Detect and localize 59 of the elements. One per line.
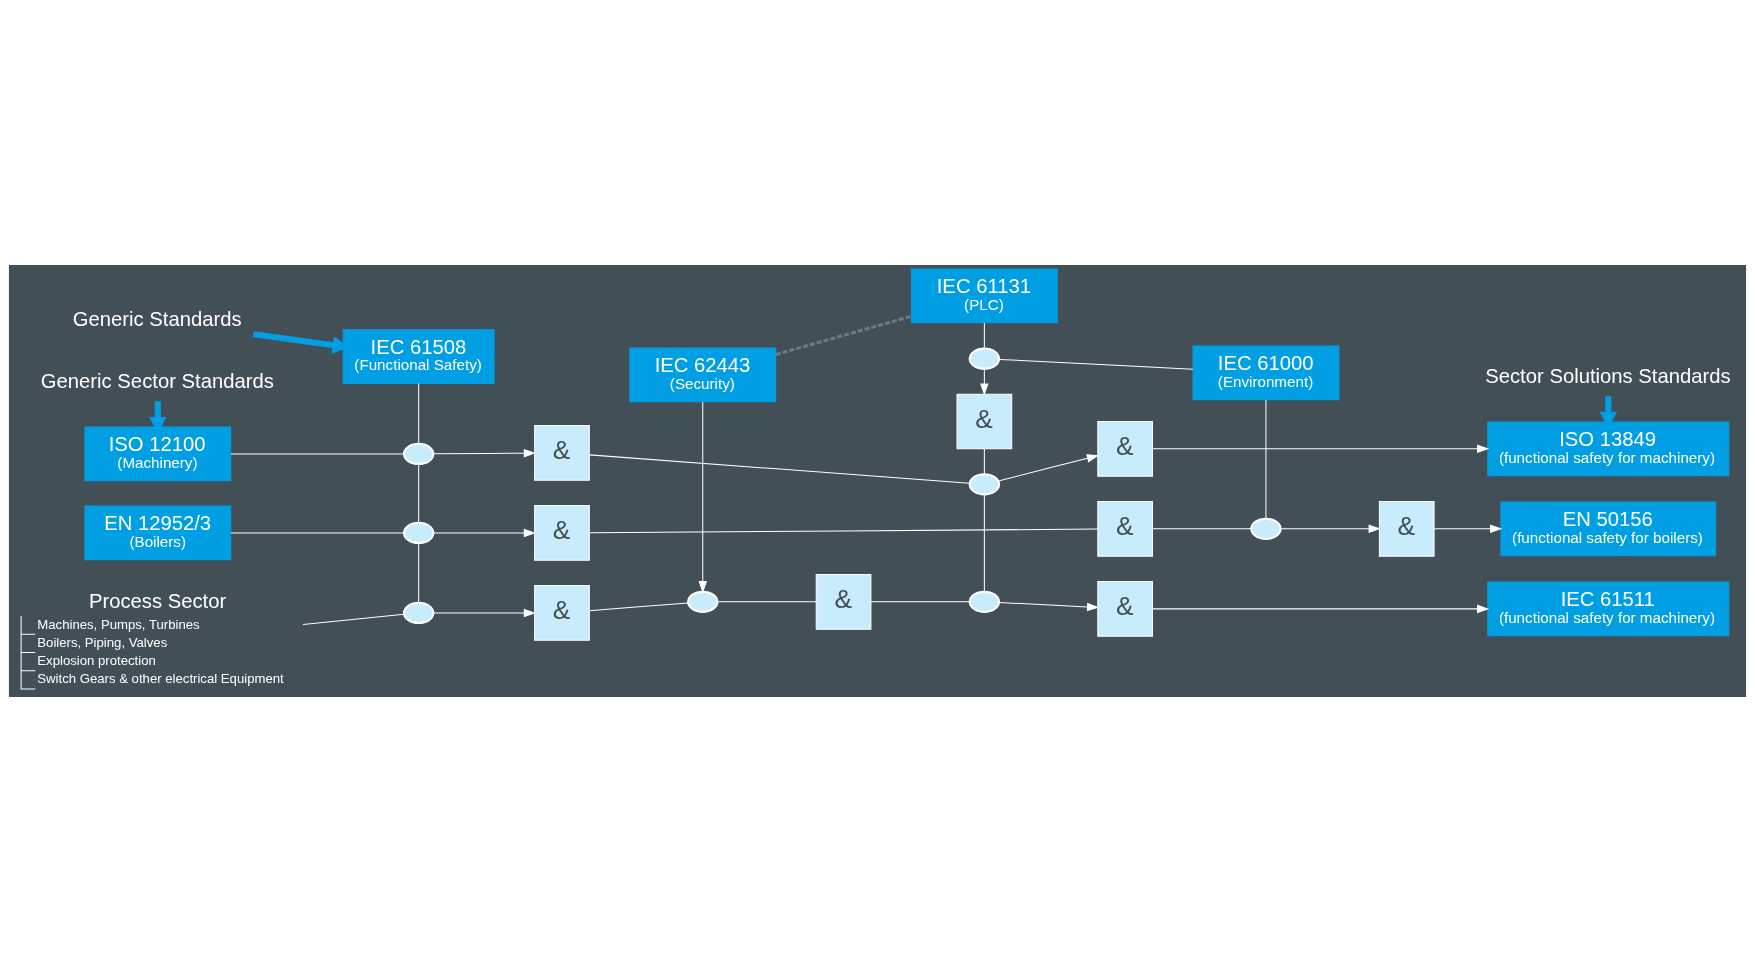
node-text: Sector Solutions Standards <box>1485 364 1731 387</box>
node-box: EN 50156 (functional safety for boilers) <box>1500 501 1717 556</box>
node-box: IEC 61511 (functional safety for machinery) <box>1487 581 1730 636</box>
connector <box>717 600 817 602</box>
node-box: ISO 13849 (functional safety for machinery) <box>1487 421 1730 476</box>
node-box: ISO 12100 (Machinery) <box>84 426 232 481</box>
node-ellipse <box>402 601 435 624</box>
node-box: & <box>956 393 1013 449</box>
connector <box>588 601 689 611</box>
arrow <box>432 608 536 617</box>
arrow <box>698 400 708 593</box>
connector <box>302 613 405 625</box>
node-box: IEC 62443 (Security) <box>629 347 777 402</box>
arrow <box>1433 524 1503 533</box>
node-box: IEC 61508 (Functional Safety) <box>342 328 495 384</box>
connector <box>1152 527 1252 529</box>
arrow <box>432 528 536 537</box>
node-ellipse <box>968 347 1001 370</box>
arrow <box>1152 604 1490 613</box>
node-ellipse <box>968 590 1001 613</box>
node-box: & <box>1097 500 1153 557</box>
node-ellipse <box>402 521 435 544</box>
arrow <box>432 448 536 457</box>
node-box: & <box>1097 420 1153 477</box>
connector <box>230 452 405 454</box>
connector <box>418 382 420 444</box>
node-box: & <box>534 504 590 561</box>
connector <box>230 531 405 533</box>
connector <box>418 542 420 603</box>
node-ellipse <box>968 472 1001 495</box>
node-box: & <box>534 424 590 481</box>
connector <box>983 447 985 474</box>
arrow <box>980 367 989 396</box>
node-ellipse <box>687 590 719 613</box>
arrow <box>1280 524 1381 533</box>
connector <box>983 493 985 592</box>
connector <box>589 528 1099 533</box>
arrow <box>997 453 1100 481</box>
node-text: Generic Standards <box>72 307 242 330</box>
node-box: EN 12952/3 (Boilers) <box>84 505 232 560</box>
node-box: IEC 61000 (Environment) <box>1192 345 1340 400</box>
connector <box>870 600 971 602</box>
node-box: & <box>1378 500 1435 557</box>
node-box: IEC 61131 (PLC) <box>910 268 1058 323</box>
node-box: & <box>815 573 872 630</box>
arrow <box>998 601 1100 611</box>
connector <box>589 453 970 484</box>
node-text: Generic Sector Standards <box>40 369 274 392</box>
node-box: & <box>1097 580 1153 637</box>
connector <box>775 314 912 356</box>
node-text: Process Sector Machines, Pumps, Turbines Boilers, Piping, Valves Explosion protection Switch Gears & other electrical Equipment <box>37 589 284 686</box>
connector <box>983 321 985 349</box>
node-ellipse <box>402 442 435 465</box>
node-box: & <box>534 584 590 641</box>
connector <box>418 463 420 523</box>
connector <box>998 358 1194 370</box>
node-ellipse <box>1250 517 1282 540</box>
connector <box>1265 398 1267 519</box>
arrow <box>1152 444 1490 453</box>
